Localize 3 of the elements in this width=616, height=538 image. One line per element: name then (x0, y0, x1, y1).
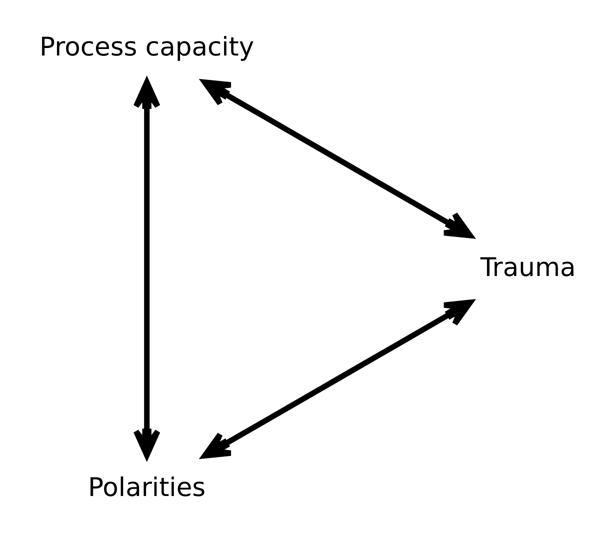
node-text: Process capacity (39, 32, 254, 63)
node-text: Polarities (88, 472, 206, 503)
node-text: Trauma (480, 252, 576, 283)
